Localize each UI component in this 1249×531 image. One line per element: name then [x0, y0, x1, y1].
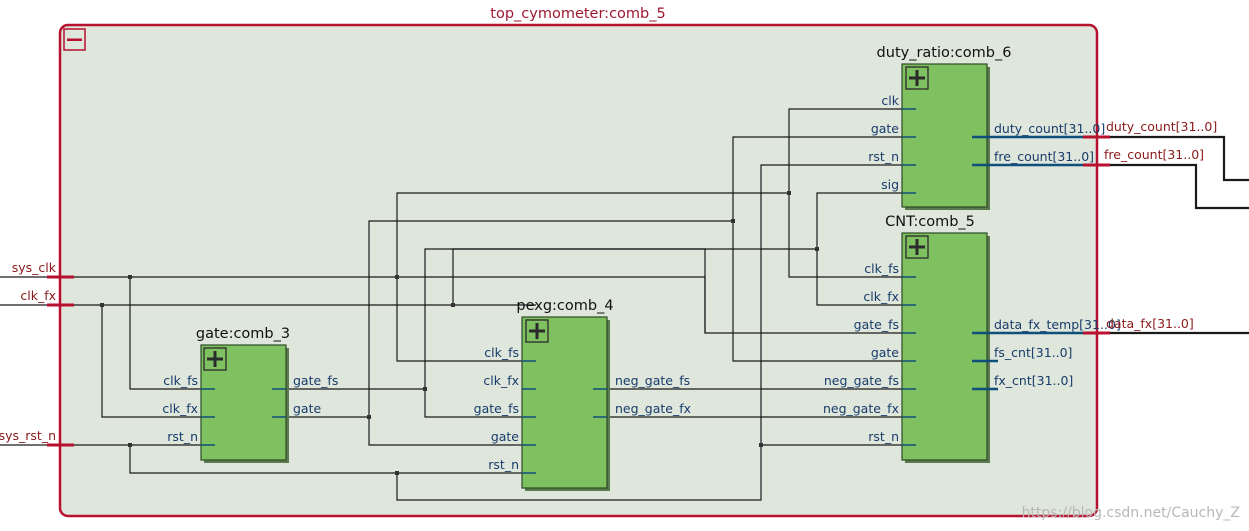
block-title: gate:comb_3	[196, 326, 290, 342]
junction-dot	[128, 275, 132, 279]
wire-out-duty-count	[1110, 135, 1249, 182]
output-port-data-fx[interactable]: data_fx[31..0]	[1083, 316, 1194, 335]
expand-plus-icon[interactable]	[203, 347, 227, 371]
wire-gate	[285, 416, 536, 446]
pin-rst-n: rst_n	[167, 429, 198, 444]
input-port-sys-rst-n[interactable]: sys_rst_n	[0, 428, 74, 447]
wire-rst-to-pexg	[129, 445, 536, 474]
pin-neg-gate-fs: neg_gate_fs	[824, 373, 899, 388]
expand-plus-icon[interactable]	[905, 66, 929, 90]
output-ports: duty_count[31..0] fre_count[31..0] data_…	[1083, 119, 1217, 335]
block-pexg-comb-4[interactable]: pexg:comb_4 clk_fs clk_fx gate_fs gate r…	[474, 298, 691, 491]
junctions	[100, 191, 819, 475]
expand-plus-icon[interactable]	[905, 235, 929, 259]
output-port-fre-count[interactable]: fre_count[31..0]	[1083, 147, 1204, 167]
pin-gate: gate	[871, 345, 899, 360]
pin-neg-gate-fx: neg_gate_fx	[823, 401, 899, 416]
wire-out-fre-count	[1110, 163, 1249, 210]
input-label-clk-fx: clk_fx	[20, 288, 56, 303]
junction-dot	[128, 443, 132, 447]
expand-plus-icon[interactable]	[525, 319, 549, 343]
wire-gate-fs-to-cnt	[424, 248, 706, 389]
pin-clk-fx: clk_fx	[483, 373, 519, 388]
wire-sys-clk-to-gate	[129, 277, 215, 390]
output-label-fre-count: fre_count[31..0]	[1104, 147, 1204, 162]
pin-duty-count: duty_count[31..0]	[994, 121, 1105, 136]
pin-clk-fx: clk_fx	[162, 401, 198, 416]
junction-dot	[395, 471, 399, 475]
wire-clk-fx-to-cnt	[816, 249, 915, 306]
wire-gate-fs	[285, 388, 536, 418]
watermark: https://blog.csdn.net/Cauchy_Z	[1022, 505, 1240, 521]
block-gate-comb-3[interactable]: gate:comb_3 clk_fs clk_fx rst_n gate_fs …	[162, 326, 338, 463]
pin-gate-fs: gate_fs	[474, 401, 519, 416]
output-port-duty-count[interactable]: duty_count[31..0]	[1083, 119, 1217, 139]
pin-clk-fs: clk_fs	[484, 345, 519, 360]
input-ports: sys_clk clk_fx sys_rst_n	[0, 260, 74, 447]
junction-dot	[367, 415, 371, 419]
junction-dot	[759, 443, 763, 447]
pin-gate-fs: gate_fs	[854, 317, 899, 332]
wire-rst-to-cnt	[396, 444, 915, 501]
pin-gate: gate	[871, 121, 899, 136]
pin-clk-fs: clk_fs	[163, 373, 198, 388]
pin-gate: gate	[491, 429, 519, 444]
output-wires	[1110, 135, 1249, 335]
pin-rst-n: rst_n	[868, 429, 899, 444]
junction-dot	[395, 275, 399, 279]
collapse-minus-icon[interactable]	[63, 28, 86, 51]
junction-dot	[451, 303, 455, 307]
block-title: CNT:comb_5	[885, 214, 975, 230]
input-port-clk-fx[interactable]: clk_fx	[20, 288, 74, 307]
pin-fx-cnt: fx_cnt[31..0]	[994, 373, 1073, 388]
pin-rst-n: rst_n	[488, 457, 519, 472]
output-label-duty-count: duty_count[31..0]	[1106, 119, 1217, 134]
pin-clk-fx: clk_fx	[863, 289, 899, 304]
pin-fre-count: fre_count[31..0]	[994, 149, 1094, 164]
pin-clk: clk	[881, 93, 899, 108]
junction-dot	[731, 219, 735, 223]
wire-rst-to-duty	[760, 164, 915, 445]
pin-data-fx-temp: data_fx_temp[31..0]	[994, 317, 1121, 332]
junction-dot	[423, 387, 427, 391]
pin-neg-gate-fx: neg_gate_fx	[615, 401, 691, 416]
pin-clk-fs: clk_fs	[864, 261, 899, 276]
pin-sig: sig	[881, 177, 899, 192]
container-title: top_cymometer:comb_5	[490, 6, 665, 22]
input-label-sys-rst-n: sys_rst_n	[0, 428, 56, 443]
junction-dot	[787, 191, 791, 195]
pin-gate: gate	[293, 401, 321, 416]
output-label-data-fx: data_fx[31..0]	[1106, 316, 1194, 331]
pin-neg-gate-fs: neg_gate_fs	[615, 373, 690, 388]
pin-rst-n: rst_n	[868, 149, 899, 164]
input-port-sys-clk[interactable]: sys_clk	[12, 260, 74, 279]
junction-dot	[815, 247, 819, 251]
wire-gate-to-cnt	[732, 221, 915, 362]
block-cnt-comb-5[interactable]: CNT:comb_5 clk_fs clk_fx gate_fs gate ne…	[823, 214, 1121, 463]
wire-clk-fx-to-gate	[101, 305, 215, 418]
block-title: duty_ratio:comb_6	[877, 45, 1012, 61]
junction-dot	[100, 303, 104, 307]
wire-clk-fs-to-cnt	[788, 193, 915, 278]
pin-fs-cnt: fs_cnt[31..0]	[994, 345, 1072, 360]
pin-gate-fs: gate_fs	[293, 373, 338, 388]
container-box	[58, 23, 1099, 518]
block-title: pexg:comb_4	[516, 298, 613, 314]
input-label-sys-clk: sys_clk	[12, 260, 57, 275]
block-duty-ratio-comb-6[interactable]: duty_ratio:comb_6 clk gate rst_n sig dut…	[868, 45, 1110, 210]
